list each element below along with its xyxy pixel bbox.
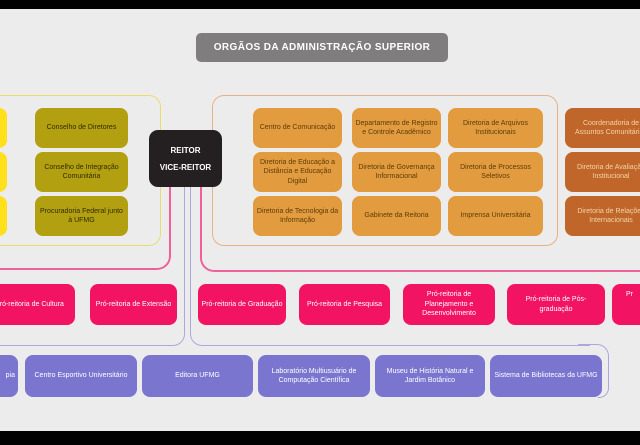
pink-connector-right <box>200 186 640 272</box>
pink-connector-left <box>0 186 171 270</box>
purple-connector-right-elbow <box>578 344 609 390</box>
purple-connector-left <box>0 186 185 346</box>
vice-reitor-label: VICE-REITOR <box>159 162 212 172</box>
node-tecnologia-informacao: Diretoria de Tecnologia da Informação <box>253 196 342 236</box>
node-governanca-informacional: Diretoria de Governança Informacional <box>352 152 441 192</box>
node-editora-ufmg: Editora UFMG <box>142 355 253 397</box>
letterbox-bottom <box>0 431 640 445</box>
council-box-cutoff-3 <box>0 196 7 236</box>
node-conselho-diretores: Conselho de Diretores <box>35 108 128 148</box>
node-reitor: REITOR VICE-REITOR <box>149 130 222 187</box>
node-avaliacao-institucional: Diretoria de Avaliação Institucional <box>565 152 640 192</box>
page-title: ORGÃOS DA ADMINISTRAÇÃO SUPERIOR <box>196 33 448 62</box>
node-drca: Departamento de Registro e Controle Acad… <box>352 108 441 148</box>
node-museu-historia-natural: Museu de História Natural e Jardim Botân… <box>375 355 485 397</box>
purple-connector-right <box>190 186 590 346</box>
node-procuradoria-federal: Procuradoria Federal junto à UFMG <box>35 196 128 236</box>
node-proreitoria-pesquisa: Pró-reitoria de Pesquisa <box>299 284 390 325</box>
reitor-label: REITOR <box>170 145 201 155</box>
node-centro-esportivo: Centro Esportivo Universitário <box>25 355 137 397</box>
node-proreitoria-extensao: Pró-reitoria de Extensão <box>90 284 177 325</box>
node-centro-comunicacao: Centro de Comunicação <box>253 108 342 148</box>
node-gabinete-reitoria: Gabinete da Reitoria <box>352 196 441 236</box>
node-proreitoria-cultura: Pró-reitoria de Cultura <box>0 284 75 325</box>
node-processos-seletivos: Diretoria de Processos Seletivos <box>448 152 543 192</box>
node-proreitoria-graduacao: Pró-reitoria de Graduação <box>198 284 286 325</box>
council-box-cutoff-2 <box>0 152 7 192</box>
node-sistema-bibliotecas: Sistema de Bibliotecas da UFMG <box>490 355 602 397</box>
node-organ-cutoff: pia <box>0 355 18 397</box>
node-educacao-distancia: Diretoria de Educação a Distância e Educ… <box>253 152 342 192</box>
node-laboratorio-computacao: Laboratório Multiusuário de Computação C… <box>258 355 370 397</box>
node-conselho-integracao: Conselho de Integração Comunitária <box>35 152 128 192</box>
node-imprensa-universitaria: Imprensa Universitária <box>448 196 543 236</box>
node-arquivos-institucionais: Diretoria de Arquivos Institucionais <box>448 108 543 148</box>
node-proreitoria-posgraduacao: Pró-reitoria de Pós-graduação <box>507 284 605 325</box>
letterbox-top <box>0 0 640 9</box>
node-assuntos-comunitarios: Coordenadoria de Assuntos Comunitários <box>565 108 640 148</box>
council-box-cutoff-1 <box>0 108 7 148</box>
node-proreitoria-cutoff: Pr <box>612 284 640 325</box>
node-proreitoria-planejamento: Pró-reitoria de Planejamento e Desenvolv… <box>403 284 495 325</box>
node-relacoes-internacionais: Diretoria de Relações Internacionais <box>565 196 640 236</box>
